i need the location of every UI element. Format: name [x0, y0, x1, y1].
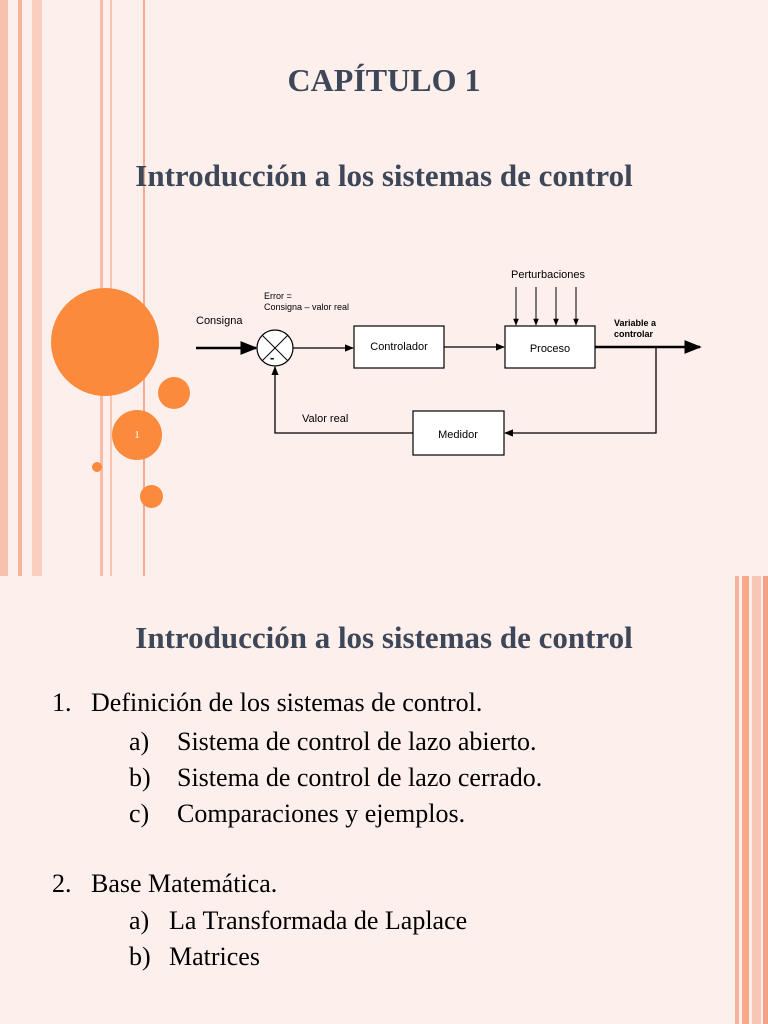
- list-item: 1. Definición de los sistemas de control…: [52, 688, 482, 718]
- list-marker: 1.: [52, 688, 72, 717]
- list-text: Sistema de control de lazo cerrado.: [177, 763, 543, 792]
- minus-sign: -: [270, 350, 274, 365]
- decor-stripe: [0, 0, 8, 576]
- list-marker: b): [129, 942, 151, 971]
- decor-circle-large: [51, 288, 159, 396]
- list-marker: a): [129, 906, 150, 935]
- decor-stripe: [742, 576, 749, 1024]
- list-item: b) Matrices: [129, 942, 260, 972]
- list-item: a) La Transformada de Laplace: [129, 906, 467, 936]
- error-label-line2: Consigna – valor real: [264, 302, 349, 312]
- decor-circle-small: [92, 462, 102, 472]
- control-block-diagram: Perturbaciones Error = Consigna – valor …: [196, 269, 702, 456]
- page-number: 1: [112, 410, 162, 460]
- list-item: c) Comparaciones y ejemplos.: [129, 799, 465, 829]
- decor-circle-medium: [158, 377, 190, 409]
- slide-2: Introducción a los sistemas de control 1…: [0, 576, 768, 1024]
- decor-stripe: [143, 0, 145, 576]
- slide-subtitle: Introducción a los sistemas de control: [135, 158, 633, 193]
- list-text: Definición de los sistemas de control.: [91, 688, 483, 717]
- decor-stripe: [18, 0, 22, 576]
- controlador-label: Controlador: [370, 341, 428, 353]
- list-text: La Transformada de Laplace: [169, 906, 468, 935]
- list-marker: 2.: [52, 869, 72, 898]
- summing-junction: [256, 329, 294, 367]
- list-marker: b): [129, 763, 151, 792]
- list-marker: a): [129, 727, 150, 756]
- consigna-label: Consigna: [196, 315, 243, 327]
- proceso-label: Proceso: [530, 343, 570, 355]
- decor-stripe: [735, 576, 739, 1024]
- list-item: b) Sistema de control de lazo cerrado.: [129, 763, 542, 793]
- list-item: a) Sistema de control de lazo abierto.: [129, 727, 537, 757]
- slide-title: Introducción a los sistemas de control: [135, 620, 633, 655]
- valor-real-label: Valor real: [302, 413, 348, 425]
- proceso-block: [504, 325, 596, 369]
- decor-stripe: [752, 576, 761, 1024]
- decor-stripe: [32, 0, 42, 576]
- feedback-return-line: [271, 366, 413, 434]
- list-text: Sistema de control de lazo abierto.: [177, 727, 537, 756]
- controlador-block: [353, 325, 445, 369]
- slide-1: 1 CAPÍTULO 1 Introducción a los sistemas…: [0, 0, 768, 576]
- list-text: Matrices: [169, 942, 260, 971]
- error-label-line1: Error =: [264, 291, 292, 301]
- list-text: Base Matemática.: [91, 869, 278, 898]
- chapter-title: CAPÍTULO 1: [287, 62, 481, 98]
- variable-label-line2: controlar: [614, 329, 654, 339]
- feedback-line: [504, 347, 657, 437]
- list-item: 2. Base Matemática.: [52, 869, 277, 899]
- variable-label-line1: Variable a: [614, 318, 657, 328]
- decor-circle-small: [140, 485, 163, 508]
- list-text: Comparaciones y ejemplos.: [177, 799, 466, 828]
- list-marker: c): [129, 799, 150, 828]
- decor-stripe: [763, 576, 768, 1024]
- medidor-label: Medidor: [438, 429, 478, 441]
- perturbaciones-label: Perturbaciones: [511, 269, 585, 281]
